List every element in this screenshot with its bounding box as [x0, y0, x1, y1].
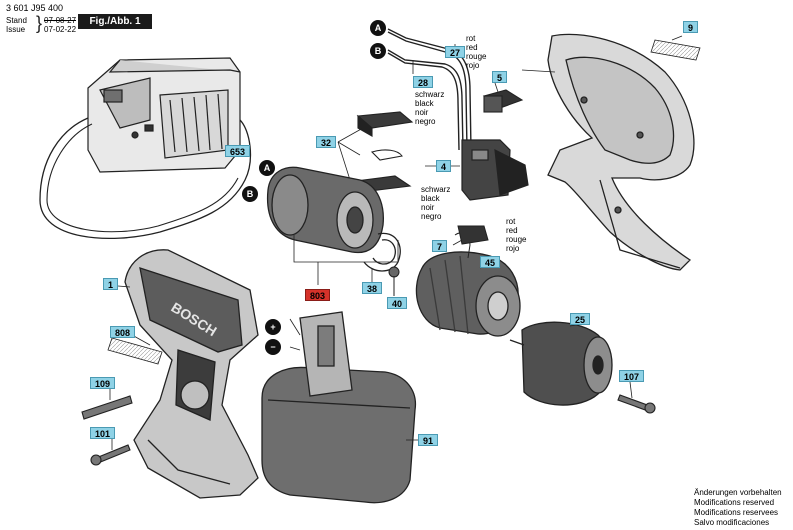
- part-label-91: 91: [418, 434, 439, 446]
- connector-b-motor: B: [242, 186, 258, 202]
- battery: [261, 311, 417, 504]
- bit-109: [81, 395, 133, 420]
- plus-terminal: +: [265, 319, 281, 335]
- chuck: [509, 321, 613, 406]
- brace: }: [36, 13, 43, 33]
- part-5: [482, 89, 524, 113]
- black-wire-2-label-fr: noir: [421, 203, 435, 212]
- label-9: [650, 39, 701, 61]
- part-label-1: 1: [103, 278, 119, 290]
- part-label-45: 45: [480, 256, 501, 268]
- switch: [461, 139, 529, 201]
- red-wire-label-es: rojo: [466, 61, 480, 70]
- footer-notes: Änderungen vorbehalten Modifications res…: [694, 488, 782, 528]
- red-wire-2-label-es: rojo: [506, 244, 520, 253]
- housing-right: [547, 33, 695, 271]
- footer-note-en: Modifications reserved: [694, 498, 775, 507]
- red-wire-2-label-de: rot: [506, 217, 516, 226]
- footer-note-de: Änderungen vorbehalten: [694, 488, 782, 497]
- footer-note-es: Salvo modificaciones: [694, 518, 770, 527]
- issue-date: 07-02-22: [44, 25, 77, 34]
- screw-101: [90, 444, 131, 466]
- connector-a-top: A: [370, 20, 386, 36]
- minus-terminal: −: [265, 339, 281, 355]
- black-wire-label-es: negro: [415, 117, 436, 126]
- part-label-25: 25: [570, 313, 591, 325]
- red-wire-2-label-en: red: [506, 226, 518, 235]
- part-label-28: 28: [413, 76, 434, 88]
- part-label-5: 5: [492, 71, 508, 83]
- black-wire-2-label-de: schwarz: [421, 185, 451, 194]
- screw-107: [617, 394, 656, 414]
- part-label-32: 32: [316, 136, 337, 148]
- part-label-101: 101: [90, 427, 116, 439]
- screw-40: [388, 266, 400, 296]
- part-label-109: 109: [90, 377, 116, 389]
- part-label-27: 27: [445, 46, 466, 58]
- figure-label: Fig./Abb. 1: [78, 14, 152, 29]
- red-wire-label-fr: rouge: [466, 52, 487, 61]
- red-wire-label-de: rot: [466, 34, 476, 43]
- part-label-38: 38: [362, 282, 383, 294]
- housing-left: [124, 249, 259, 499]
- black-wire-2-label-es: negro: [421, 212, 442, 221]
- black-wire-2-label-en: black: [421, 194, 440, 203]
- label-808: [107, 337, 163, 365]
- part-label-653: 653: [225, 145, 251, 157]
- issue-label: Issue: [6, 25, 26, 34]
- connector-b-top: B: [370, 43, 386, 59]
- black-wire-label-fr: noir: [415, 108, 429, 117]
- red-wire-2-label-fr: rouge: [506, 235, 527, 244]
- stand-label: Stand: [6, 16, 27, 25]
- part-label-40: 40: [387, 297, 408, 309]
- part-label-808: 808: [110, 326, 136, 338]
- red-wire-label-en: red: [466, 43, 478, 52]
- part-7: [457, 225, 489, 245]
- motor: [266, 166, 384, 254]
- doc-number: 3 601 J95 400: [6, 3, 64, 13]
- part-label-803: 803: [305, 289, 331, 301]
- black-wire-label-de: schwarz: [415, 90, 445, 99]
- charger: [87, 57, 241, 173]
- stand-date: 07-08-27: [44, 16, 77, 25]
- footer-note-fr: Modifications reservees: [694, 508, 779, 517]
- ring-38: [363, 232, 401, 272]
- gearbox: [415, 251, 521, 337]
- part-label-107: 107: [619, 370, 645, 382]
- part-label-4: 4: [436, 160, 452, 172]
- part-label-7: 7: [432, 240, 448, 252]
- connector-a-motor: A: [259, 160, 275, 176]
- part-label-9: 9: [683, 21, 699, 33]
- black-wire-label-en: black: [415, 99, 434, 108]
